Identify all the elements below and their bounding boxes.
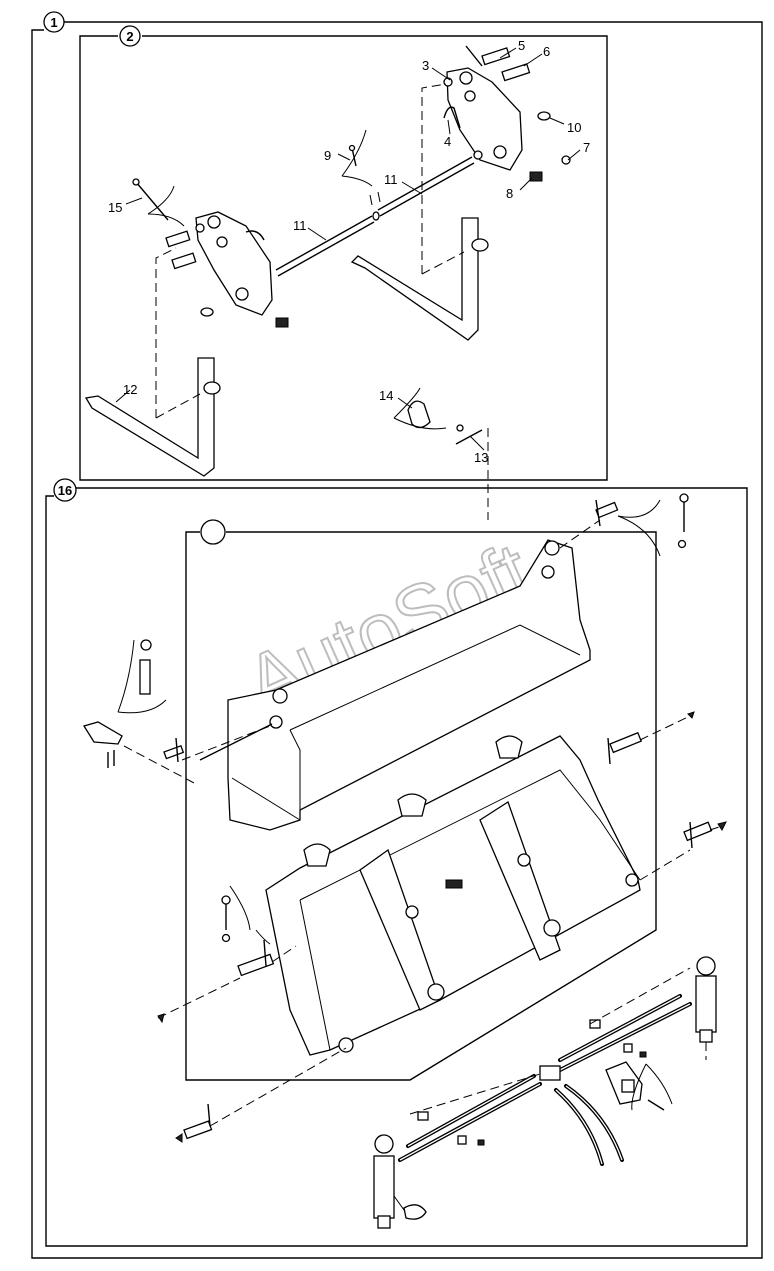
- frame-group-16: 16: [45, 478, 748, 1247]
- callout-numbers: 3 4 5 6 7 8 9 10 11 11 12 13 14 15: [108, 38, 590, 465]
- callout-12: 12: [123, 382, 137, 397]
- callout-15: 15: [108, 200, 122, 215]
- frame-group-1: 1: [31, 11, 763, 1259]
- frame-group-2: 2: [79, 25, 608, 481]
- fork-assembly: [84, 45, 571, 520]
- callout-7: 7: [583, 140, 590, 155]
- callout-4: 4: [444, 134, 451, 149]
- frame-bucket: [185, 519, 657, 1081]
- callout-3: 3: [422, 58, 429, 73]
- group-label-2: 2: [126, 29, 133, 44]
- callout-9: 9: [324, 148, 331, 163]
- callout-14: 14: [379, 388, 393, 403]
- group-label-1: 1: [50, 15, 57, 30]
- callout-10: 10: [567, 120, 581, 135]
- callout-13: 13: [474, 450, 488, 465]
- callout-8: 8: [506, 186, 513, 201]
- callout-5: 5: [518, 38, 525, 53]
- callout-leaders: [115, 47, 581, 451]
- callout-6: 6: [543, 44, 550, 59]
- bucket-assembly: [82, 493, 727, 1229]
- callout-11-left: 11: [293, 218, 307, 233]
- group-label-16: 16: [58, 483, 72, 498]
- callout-11-right: 11: [384, 172, 398, 187]
